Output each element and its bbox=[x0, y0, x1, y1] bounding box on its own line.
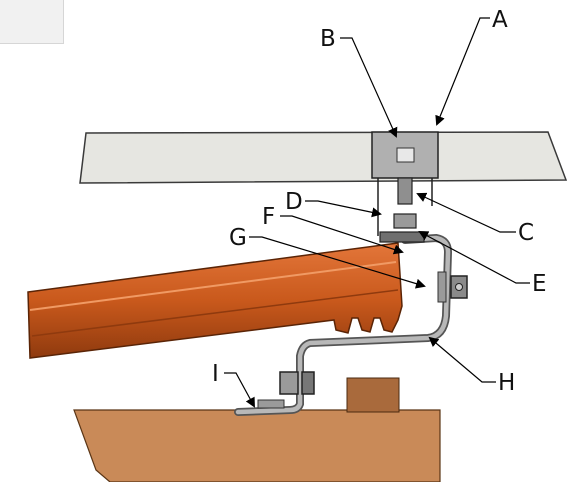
leader-D bbox=[305, 200, 382, 218]
side-bolt-center bbox=[455, 283, 463, 291]
purlin-rafter bbox=[27, 242, 403, 359]
clamp-washer bbox=[379, 231, 425, 243]
label-F: F bbox=[262, 204, 275, 230]
label-B: B bbox=[320, 26, 336, 52]
label-D: D bbox=[285, 189, 303, 215]
concrete-slab bbox=[79, 131, 568, 184]
leader-I bbox=[224, 372, 255, 408]
leaders bbox=[224, 17, 530, 408]
steel-bracket-face bbox=[235, 235, 451, 415]
clamp-top-bolt bbox=[396, 147, 415, 163]
leader-A bbox=[435, 17, 490, 126]
base-bolt-head bbox=[279, 371, 299, 395]
clamp-frame bbox=[377, 178, 433, 236]
label-C: C bbox=[518, 220, 534, 246]
clamp-stud bbox=[397, 177, 413, 205]
label-E: E bbox=[532, 271, 547, 297]
label-A: A bbox=[492, 7, 508, 33]
corner-panel bbox=[0, 0, 64, 44]
leader-F bbox=[280, 215, 404, 255]
leader-C bbox=[416, 192, 516, 233]
side-bolt-washer bbox=[437, 271, 447, 303]
wooden-block bbox=[346, 377, 400, 413]
label-G: G bbox=[229, 225, 247, 251]
purlin-groove-line bbox=[31, 289, 399, 337]
leader-H bbox=[428, 336, 496, 383]
clamp-top-block bbox=[371, 131, 439, 179]
base-washer bbox=[257, 399, 285, 409]
leader-E bbox=[418, 231, 530, 284]
base-nut bbox=[301, 371, 315, 395]
wooden-beam bbox=[73, 409, 441, 482]
label-H: H bbox=[498, 370, 515, 396]
label-I: I bbox=[212, 361, 219, 387]
leader-B bbox=[340, 37, 398, 138]
clamp-nut bbox=[393, 213, 417, 229]
purlin-ridge-line bbox=[29, 261, 397, 311]
leader-G bbox=[249, 236, 426, 289]
